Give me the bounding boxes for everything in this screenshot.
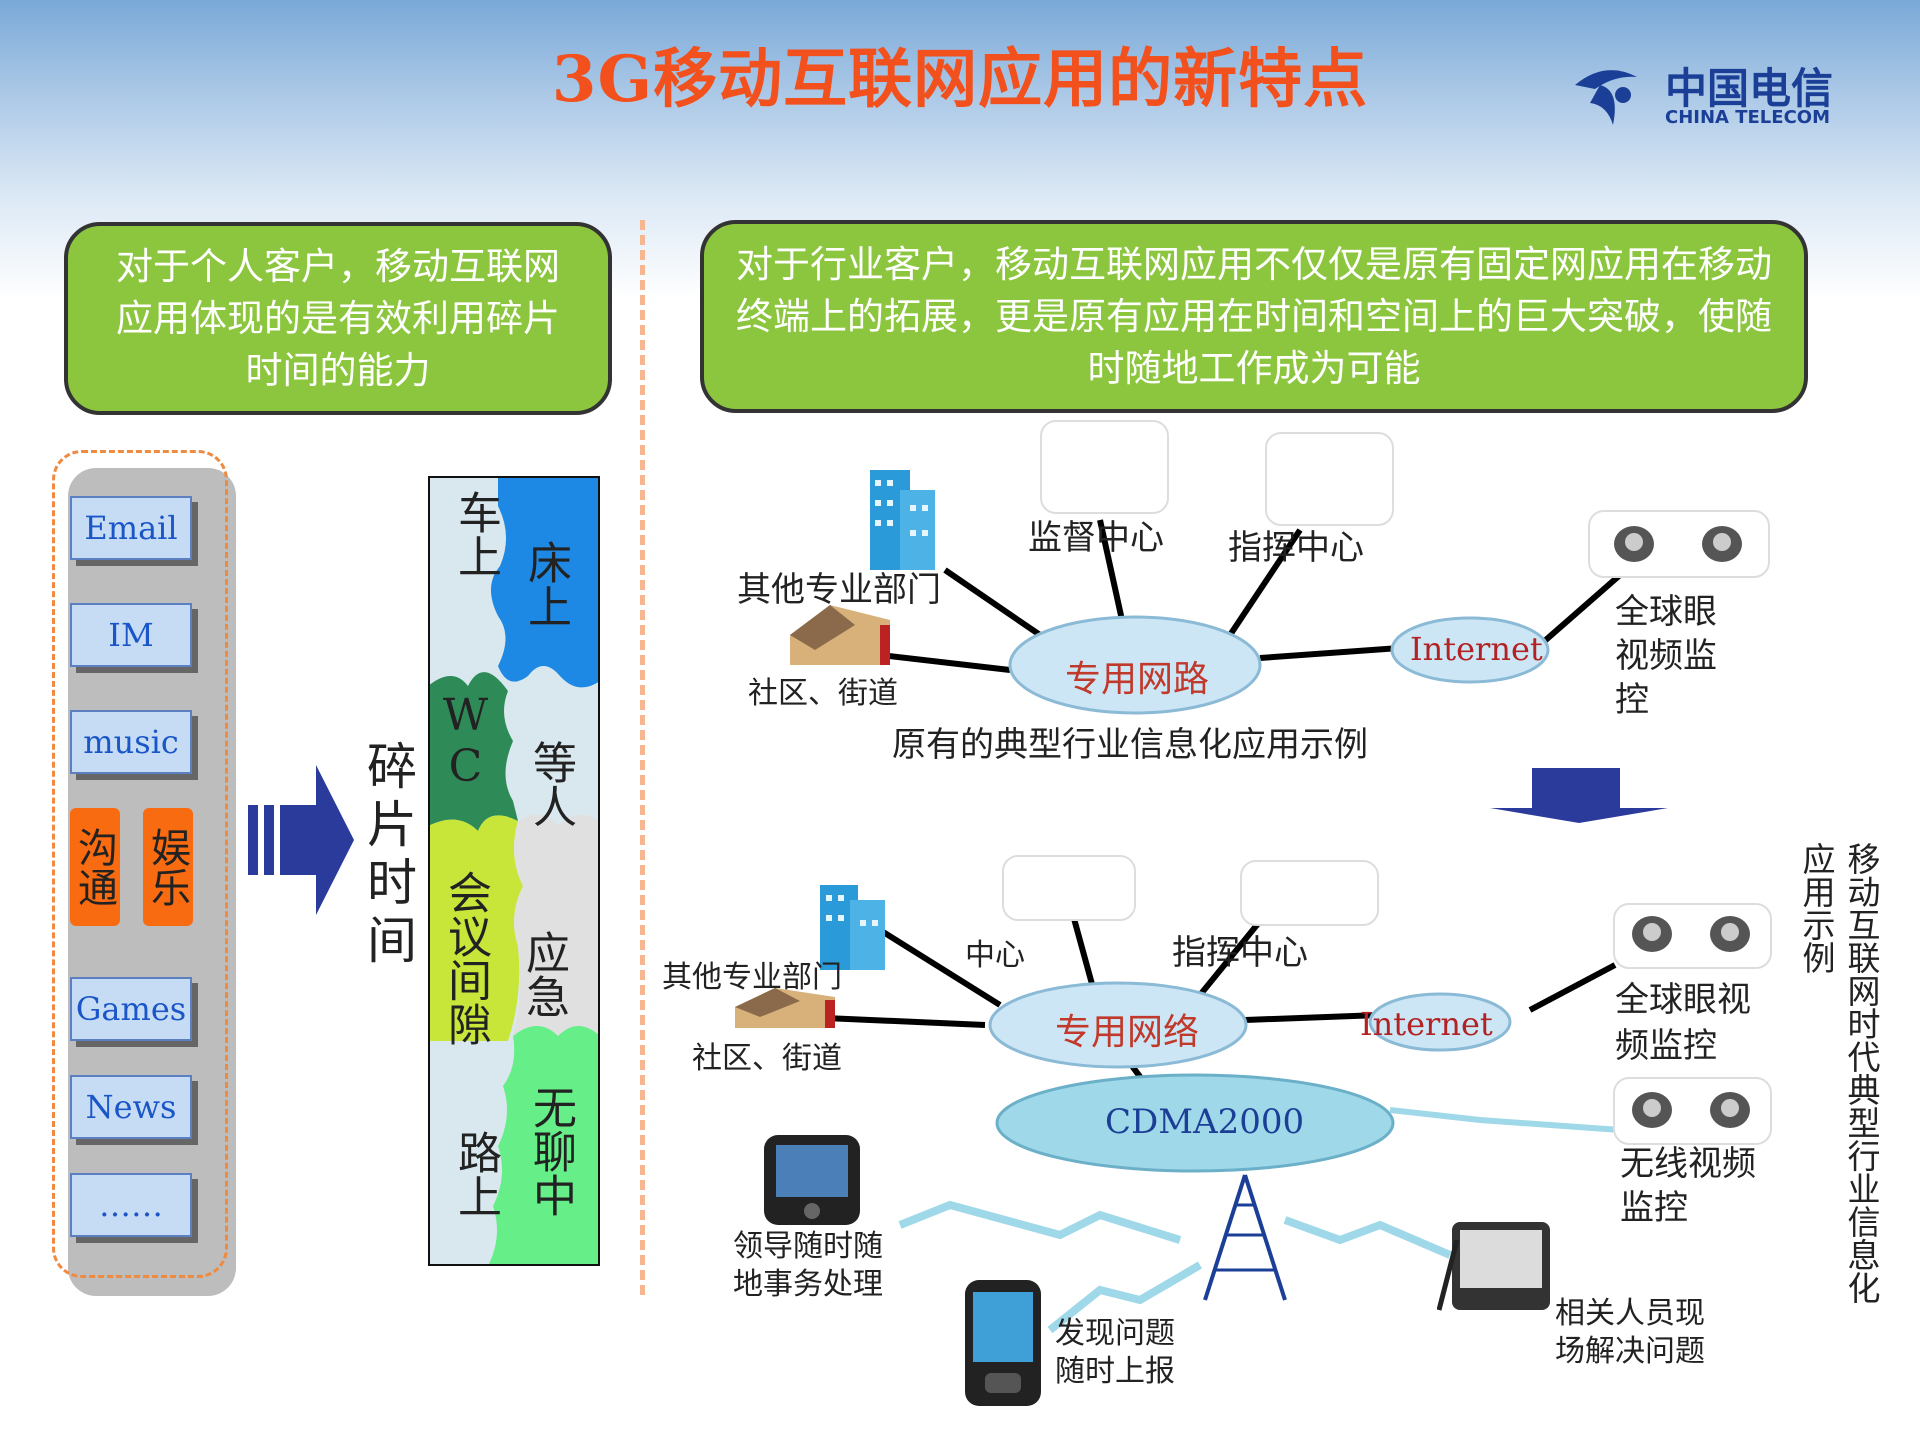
- label-private-network: 专用网路: [1065, 659, 1210, 700]
- personal-customer-box: 对于个人客户，移动互联网应用体现的是有效利用碎片时间的能力: [64, 222, 612, 415]
- app-music[interactable]: music: [70, 710, 192, 774]
- top-diagram-caption: 原有的典型行业信息化应用示例: [892, 725, 1368, 765]
- label-supervision-center: 监督中心: [1028, 518, 1164, 558]
- puzzle-emergency: 应急: [518, 930, 569, 1018]
- camera-icon-2: [1632, 916, 1750, 952]
- label-global-eye: 全球眼视频监控: [1615, 592, 1717, 720]
- house-icon: [790, 605, 890, 665]
- label-private-network-2: 专用网络: [1055, 1012, 1200, 1053]
- label-leader-anytime: 领导随时随地事务处理: [733, 1229, 883, 1302]
- center-icon: [1002, 855, 1136, 921]
- time-puzzle: [428, 476, 600, 1266]
- label-internet: Internet: [1410, 630, 1543, 668]
- label-command-center-2: 指挥中心: [1172, 933, 1308, 973]
- pda-device-icon: [764, 1135, 860, 1225]
- tag-communication: 沟通: [70, 808, 120, 926]
- camera-icon: [1614, 526, 1742, 562]
- label-other-depts-2: 其他专业部门: [662, 960, 842, 995]
- puzzle-bed: 床上: [520, 540, 571, 628]
- right-arrow-icon: [248, 765, 354, 915]
- handheld-gps-icon: [1437, 1222, 1550, 1311]
- command-center-icon: [1265, 432, 1394, 526]
- logo-en-text: CHINA TELECOM: [1665, 107, 1830, 128]
- app-more[interactable]: ……: [70, 1173, 192, 1237]
- label-global-eye-2: 全球眼视频监控: [1615, 980, 1751, 1066]
- smartphone-icon: [965, 1280, 1041, 1406]
- label-cdma2000: CDMA2000: [1105, 1102, 1305, 1142]
- app-email[interactable]: Email: [70, 496, 192, 560]
- logo-cn-text: 中国电信: [1665, 64, 1834, 113]
- china-telecom-logo: 中国电信 CHINA TELECOM: [1565, 55, 1865, 135]
- app-games[interactable]: Games: [70, 977, 192, 1041]
- puzzle-waiting: 等人: [525, 740, 576, 828]
- tag-entertainment: 娱乐: [143, 808, 193, 926]
- app-im[interactable]: IM: [70, 603, 192, 667]
- puzzle-on-road: 路上: [450, 1130, 501, 1218]
- label-community-2: 社区、街道: [692, 1041, 842, 1076]
- building-icon-2: [820, 885, 885, 970]
- puzzle-wc: WC: [440, 690, 491, 792]
- label-other-depts: 其他专业部门: [737, 570, 941, 610]
- puzzle-meeting-gap: 会议间隙: [440, 870, 491, 1046]
- label-internet-2: Internet: [1360, 1005, 1493, 1043]
- app-news[interactable]: News: [70, 1075, 192, 1139]
- page-title: 3G移动互联网应用的新特点: [551, 42, 1369, 117]
- building-icon: [870, 470, 935, 570]
- command-center-icon-2: [1240, 860, 1379, 926]
- telecom-emblem-icon: [1575, 70, 1637, 125]
- label-community: 社区、街道: [748, 676, 898, 711]
- wireless-camera-icon: [1632, 1092, 1750, 1128]
- puzzle-car: 车上: [450, 490, 501, 578]
- label-command-center: 指挥中心: [1228, 528, 1364, 568]
- puzzle-boredom: 无聊中: [525, 1085, 576, 1217]
- label-report-problem: 发现问题随时上报: [1055, 1316, 1175, 1389]
- industry-customer-box: 对于行业客户，移动互联网应用不仅仅是原有固定网应用在移动终端上的拓展，更是原有应…: [700, 220, 1808, 413]
- side-caption-main: 移动互联网时代典型行业信息化: [1842, 842, 1881, 1304]
- label-wireless-video: 无线视频监控: [1620, 1144, 1756, 1228]
- fragment-time-label: 碎片时间: [359, 740, 417, 972]
- house-icon-2: [735, 988, 835, 1028]
- side-caption-sub: 应用示例: [1797, 842, 1836, 974]
- app-panel-dashed-outline: [52, 450, 228, 1278]
- dashed-divider: [640, 220, 645, 1295]
- label-center: 中心: [965, 938, 1025, 973]
- label-onsite-resolve: 相关人员现场解决问题: [1555, 1296, 1705, 1369]
- supervision-center-icon: [1040, 420, 1169, 514]
